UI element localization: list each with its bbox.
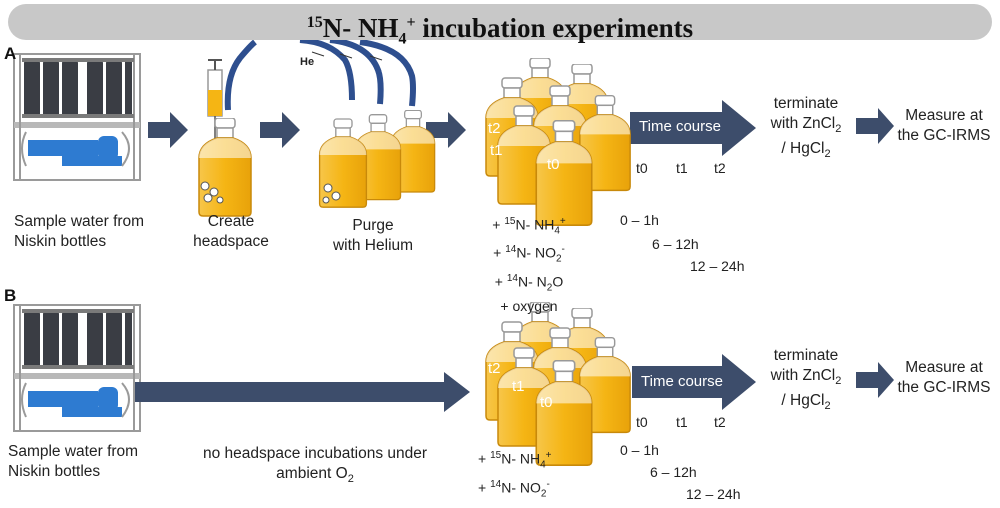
terminate-caption-a: terminate with ZnCl2 / HgCl2 xyxy=(770,95,842,161)
interval-0-a: 0 – 1h xyxy=(620,212,659,228)
time-point-t0-a: t0 xyxy=(636,160,648,176)
time-course-label-b: Time course xyxy=(641,373,723,390)
purge-bottles xyxy=(299,37,436,208)
time-point-t0-b: t0 xyxy=(636,414,648,430)
additions-list-a: + 15N- NH4+ + 14N- NO2- + 14N- N2O + oxy… xyxy=(492,216,566,315)
panel-label-b: B xyxy=(4,286,17,305)
niskin-rack-a xyxy=(13,53,141,181)
bottle-label-t0-a: t0 xyxy=(547,156,560,173)
panel-label-a: A xyxy=(4,44,17,63)
sample-caption-b: Sample water from Niskin bottles xyxy=(8,443,139,480)
interval-2-b: 12 – 24h xyxy=(686,486,741,502)
bottle-label-t1-a: t1 xyxy=(490,142,503,159)
measure-caption-b: Measure at the GC-IRMS xyxy=(897,359,991,396)
sample-caption-a: Sample water from Niskin bottles xyxy=(14,213,145,250)
interval-1-b: 6 – 12h xyxy=(650,464,697,480)
process-arrows-a xyxy=(148,100,894,156)
helium-label: He xyxy=(300,56,315,68)
purge-caption: Purge with Helium xyxy=(332,217,414,254)
interval-0-b: 0 – 1h xyxy=(620,442,659,458)
time-point-t1-a: t1 xyxy=(676,160,688,176)
page-title: 15N- NH4+ incubation experiments xyxy=(8,4,992,47)
terminate-caption-b: terminate with ZnCl2 / HgCl2 xyxy=(770,347,842,413)
process-arrows-b xyxy=(135,354,894,412)
headspace-caption: Create headspace xyxy=(193,213,269,250)
bottle-label-t2-a: t2 xyxy=(488,120,501,137)
no-headspace-caption: no headspace incubations under ambient O… xyxy=(202,445,428,486)
bottle-label-t2-b: t2 xyxy=(488,360,501,377)
bottle-label-t1-b: t1 xyxy=(512,378,525,395)
interval-1-a: 6 – 12h xyxy=(652,236,699,252)
additions-list-b: + 15N- NH4+ + 14N- NO2- xyxy=(478,450,552,500)
niskin-rack-b xyxy=(12,303,142,433)
bottle-label-t0-b: t0 xyxy=(540,394,553,411)
incubation-bottles-a xyxy=(485,58,631,227)
time-point-t2-a: t2 xyxy=(714,160,726,176)
time-course-label-a: Time course xyxy=(639,118,721,135)
incubation-bottles-b xyxy=(485,302,631,467)
headspace-bottle xyxy=(198,39,257,217)
measure-caption-a: Measure at the GC-IRMS xyxy=(897,107,991,144)
time-point-t2-b: t2 xyxy=(714,414,726,430)
time-point-t1-b: t1 xyxy=(676,414,688,430)
interval-2-a: 12 – 24h xyxy=(690,258,745,274)
